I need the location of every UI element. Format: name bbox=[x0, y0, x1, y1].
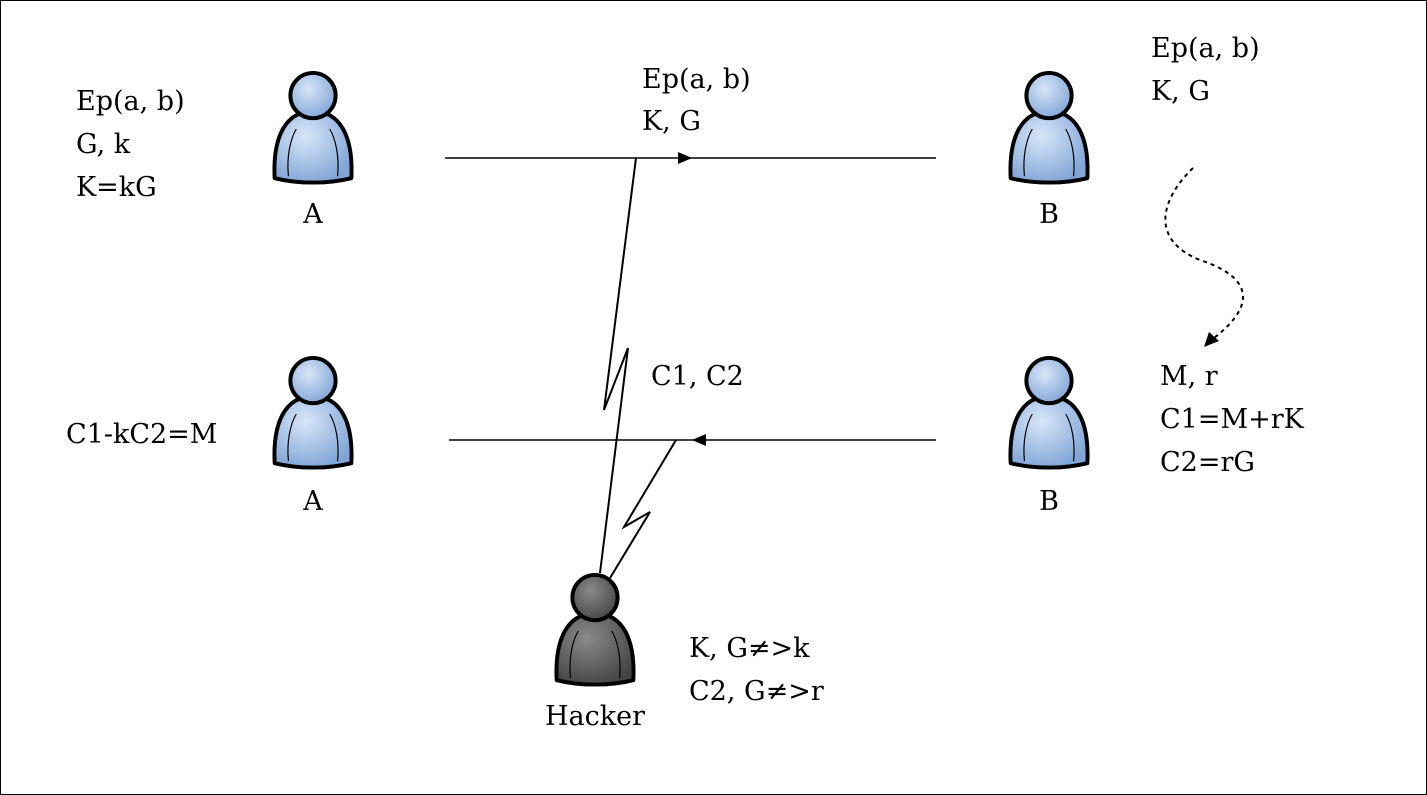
b-encrypt-line-2: C1=M+rK bbox=[1160, 404, 1305, 435]
a-params-line-2: G, k bbox=[76, 129, 131, 160]
user-a-top-icon bbox=[272, 70, 354, 185]
user-b-bottom-icon bbox=[1008, 355, 1090, 470]
public-params-line-1: Ep(a, b) bbox=[642, 64, 751, 95]
a-decrypt: C1-kC2=M bbox=[66, 419, 217, 450]
hacker-note-line-1: K, G≠>k bbox=[689, 633, 810, 664]
process-flow-arrow bbox=[1164, 167, 1244, 339]
b-params-line-2: K, G bbox=[1151, 76, 1210, 107]
label-a-top: A bbox=[302, 199, 323, 230]
interception-line-bottom bbox=[609, 439, 677, 579]
arrow-right bbox=[678, 152, 692, 164]
interception-line-top bbox=[599, 157, 637, 574]
label-hacker: Hacker bbox=[545, 701, 645, 732]
hacker-note-line-2: C2, G≠>r bbox=[689, 676, 824, 707]
hacker-icon bbox=[554, 572, 636, 687]
a-params-line-3: K=kG bbox=[76, 172, 157, 203]
b-encrypt-line-3: C2=rG bbox=[1160, 447, 1255, 478]
a-params-line-1: Ep(a, b) bbox=[76, 86, 185, 117]
process-flow-arrowhead bbox=[1204, 332, 1219, 347]
b-params-line-1: Ep(a, b) bbox=[1151, 33, 1260, 64]
label-b-top: B bbox=[1039, 199, 1059, 230]
cipher-message: C1, C2 bbox=[651, 361, 744, 392]
user-b-top-icon bbox=[1008, 70, 1090, 185]
label-a-bottom: A bbox=[302, 486, 323, 517]
user-a-bottom-icon bbox=[272, 355, 354, 470]
public-params-line-2: K, G bbox=[642, 106, 701, 137]
b-encrypt-line-1: M, r bbox=[1160, 361, 1218, 392]
label-b-bottom: B bbox=[1039, 486, 1059, 517]
arrow-left bbox=[692, 434, 706, 446]
